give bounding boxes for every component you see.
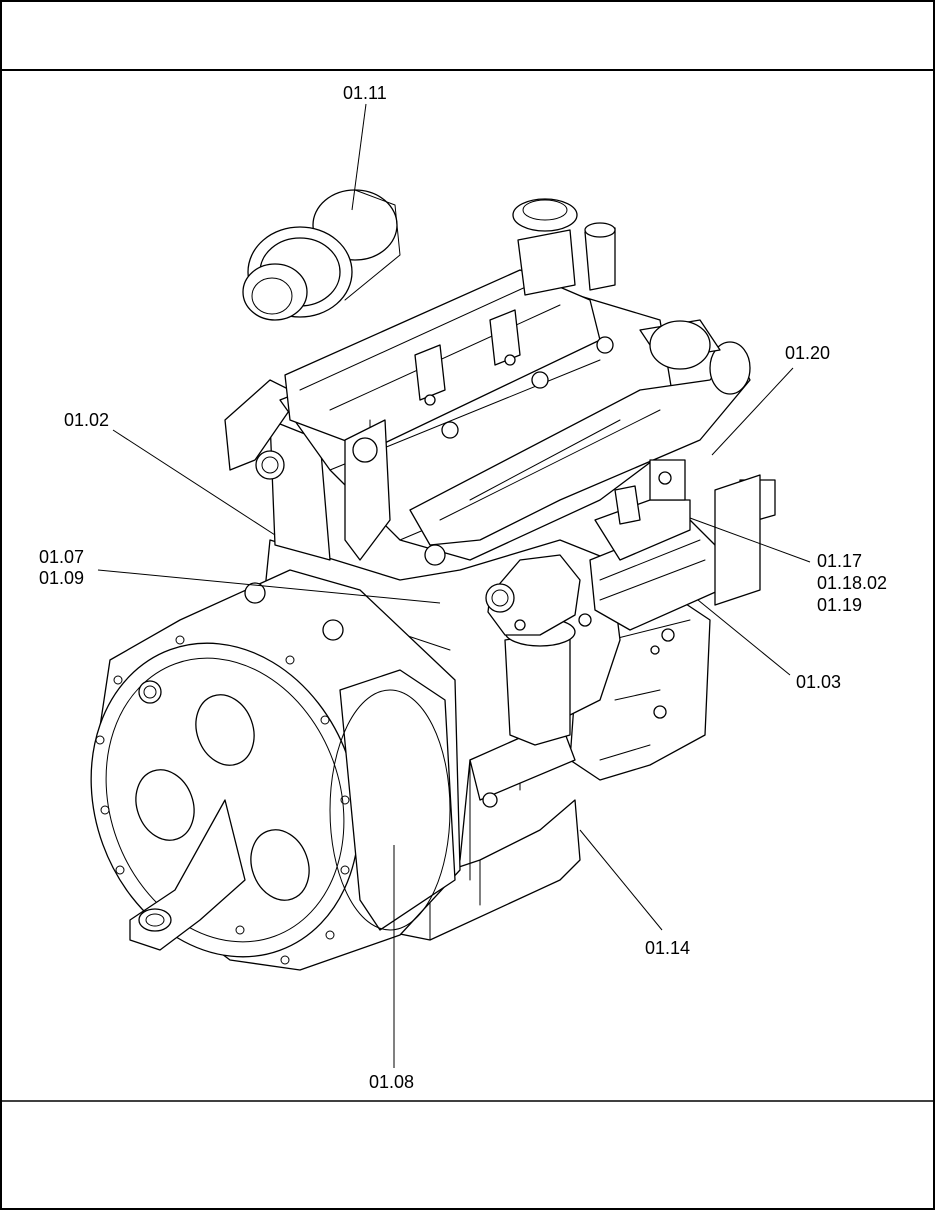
callout-0120: 01.20 — [785, 343, 830, 363]
leader-0102 — [112, 429, 276, 536]
leader-0114 — [579, 829, 663, 931]
callout-0117: 01.17 — [817, 551, 862, 571]
callout-0111: 01.11 — [343, 83, 387, 103]
leader-0107 — [97, 569, 441, 604]
oil-filler-cap — [512, 198, 578, 296]
manifold — [409, 319, 751, 566]
leader-0120 — [711, 367, 794, 456]
water-pump-pulley — [242, 189, 401, 321]
callout-0119: 01.19 — [817, 595, 862, 615]
fuel-filter — [485, 554, 592, 746]
callout-0108: 01.08 — [369, 1072, 414, 1092]
leader-0117 — [689, 517, 811, 563]
callout-labels: 01.11 01.20 01.02 01.07 01.09 01.17 01.1… — [39, 83, 887, 1092]
callout-0103: 01.03 — [796, 672, 841, 692]
callout-0107: 01.07 — [39, 547, 84, 567]
right-side-cap — [714, 474, 776, 606]
leader-0111 — [351, 103, 367, 211]
injection-pump — [589, 459, 721, 631]
lifting-bracket — [344, 419, 391, 561]
breather-tube — [584, 222, 616, 291]
callout-0109: 01.09 — [39, 568, 84, 588]
callout-0102: 01.02 — [64, 410, 109, 430]
valve-cover — [284, 269, 601, 451]
callout-011802: 01.18.02 — [817, 573, 887, 593]
leader-0103 — [697, 599, 791, 676]
flywheel-housing — [90, 569, 461, 971]
leader-lines — [97, 103, 811, 1068]
engine-illustration — [90, 189, 776, 971]
callout-0114: 01.14 — [645, 938, 690, 958]
